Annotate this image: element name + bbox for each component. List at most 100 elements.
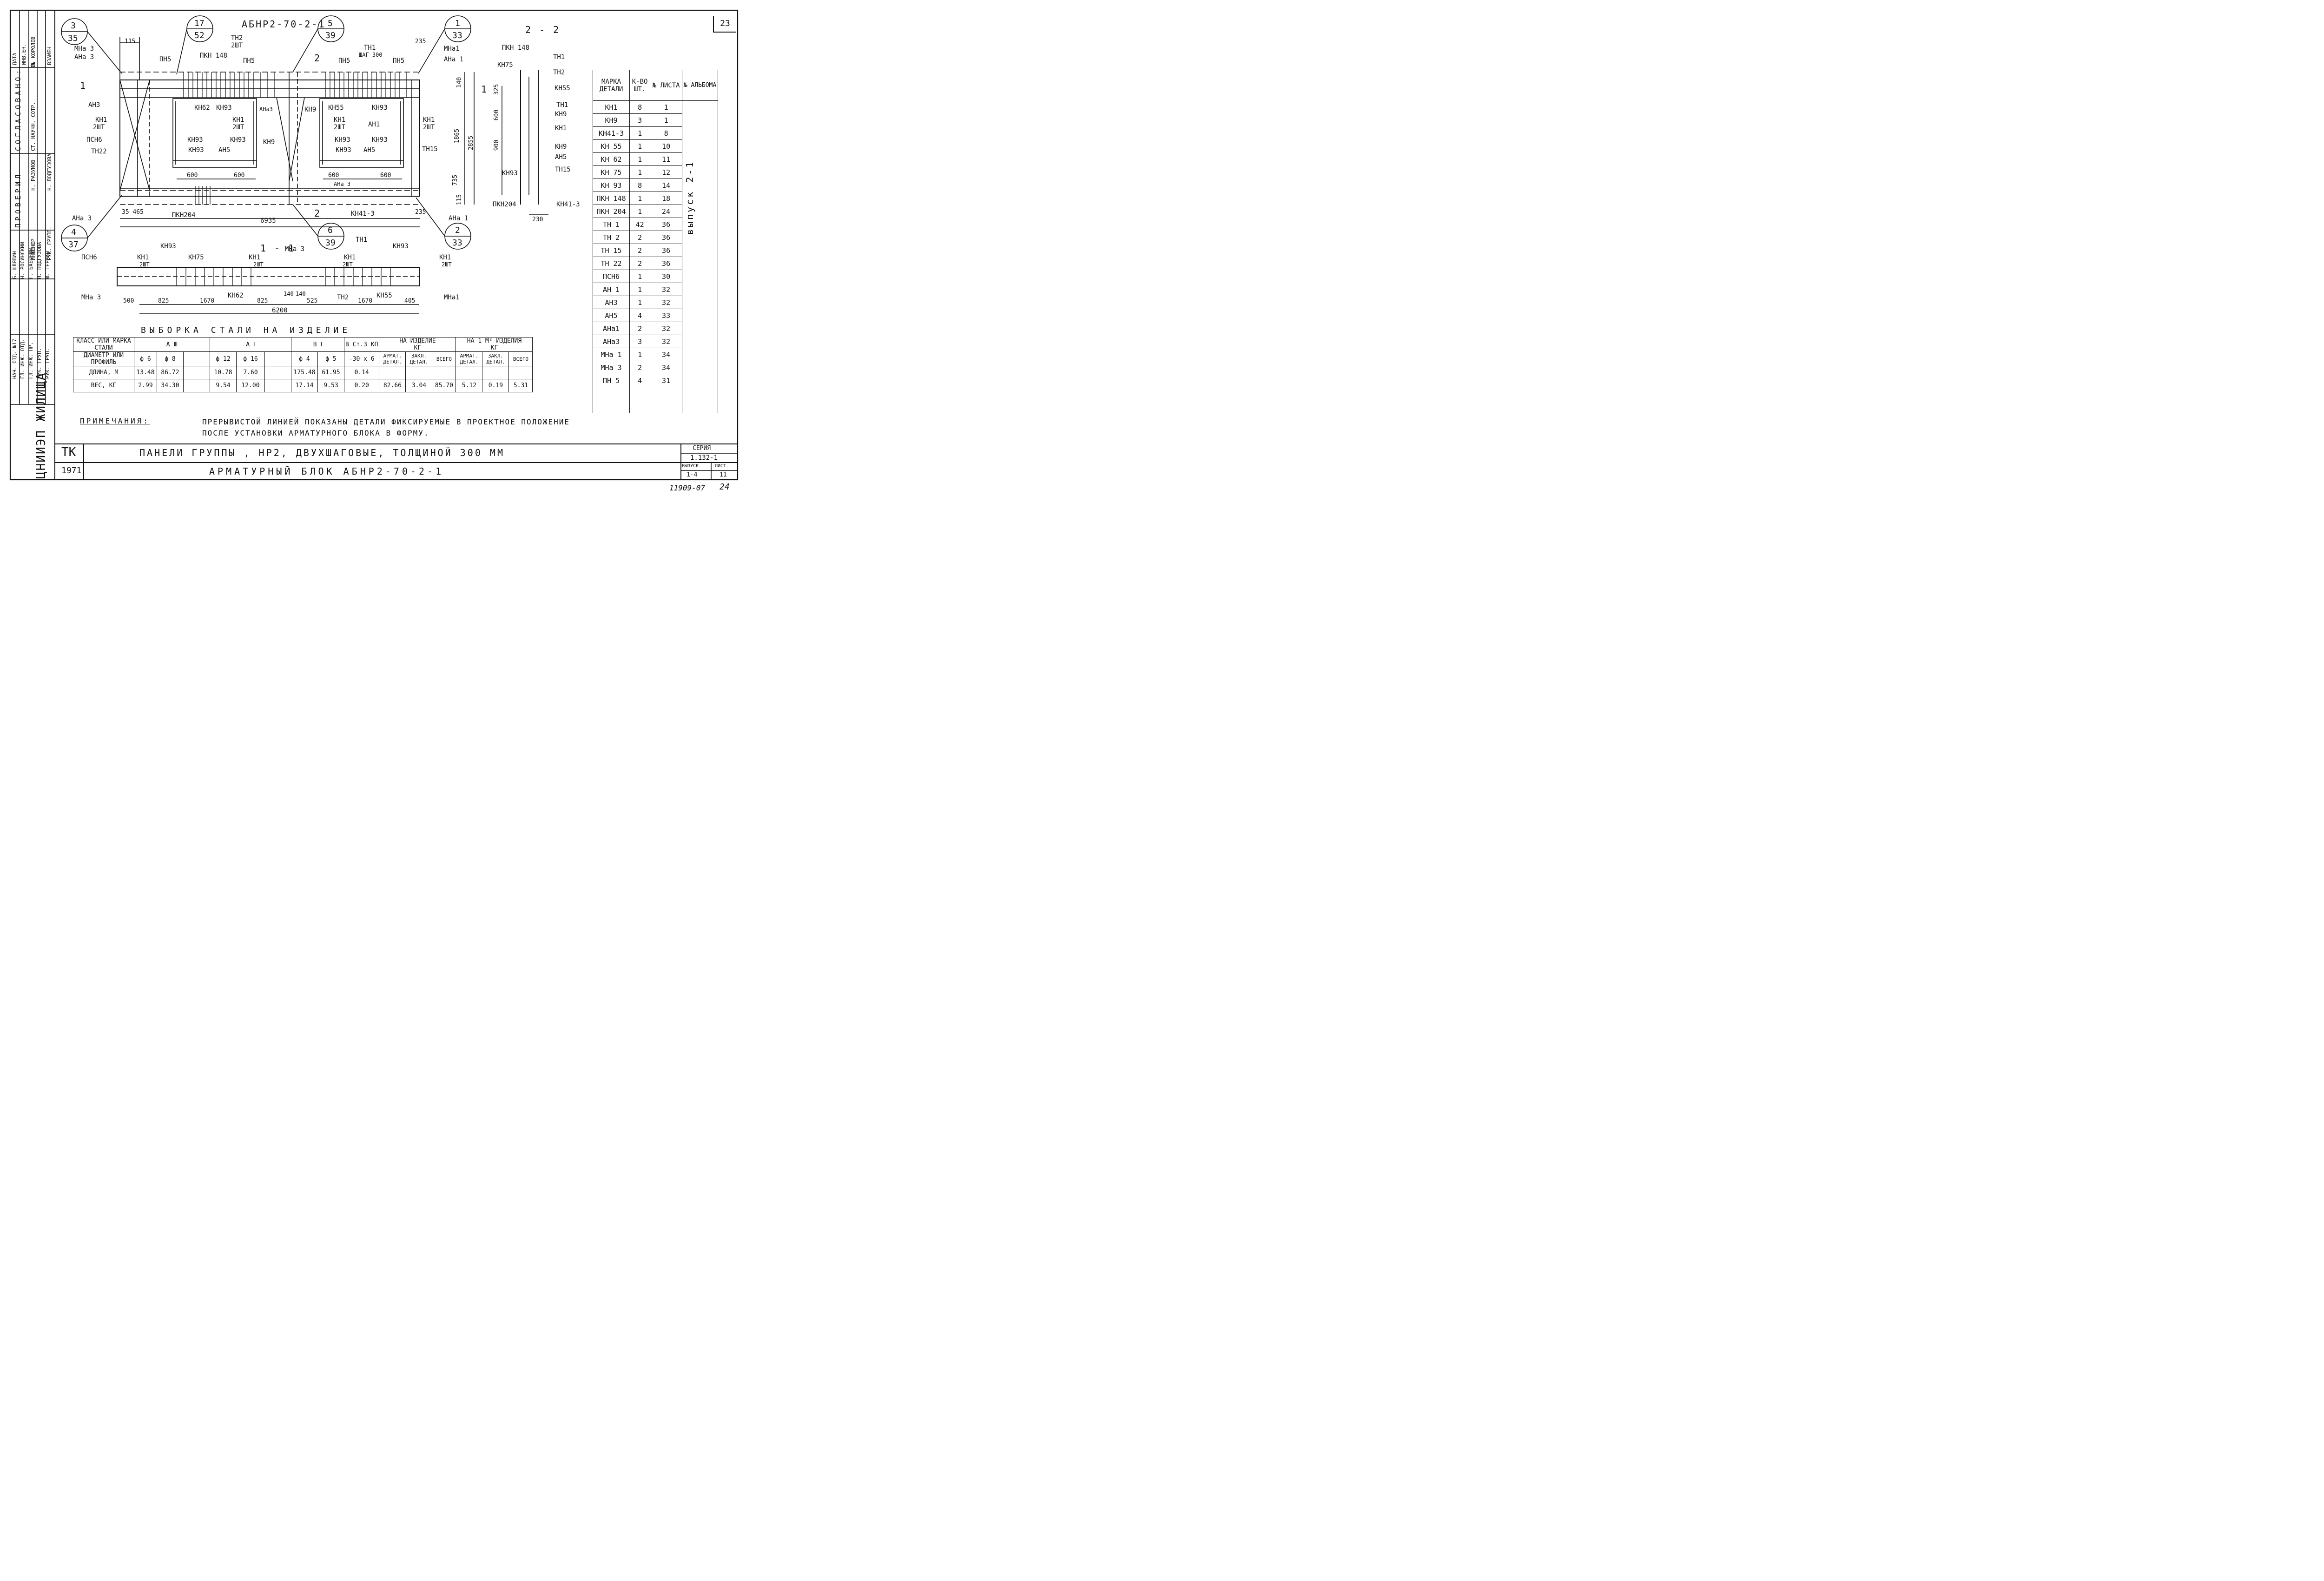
s22-kn93: КН93 (502, 170, 518, 177)
label-mna1-tr: МНа1 (444, 45, 460, 53)
steel-weight-0: 2.99 (134, 379, 157, 392)
s22-kn75: КН75 (497, 61, 513, 69)
label-pn5-b: ПН5 (243, 57, 255, 65)
org-name: ЦНИИЭП ЖИЛИЩА (34, 372, 48, 479)
stamp-name-4: Ю. ГЕРМАН (45, 251, 51, 279)
s22-kn9-b: КН9 (555, 143, 567, 151)
label-ana3-bl: АНа 3 (72, 215, 92, 222)
parts-mark: МНа 1 (592, 348, 630, 361)
callout-6-top: 6 (328, 225, 333, 235)
stamp-podguzova: Н. ПОДГУЗОВА (46, 153, 53, 191)
s11-kn55: КН55 (376, 292, 392, 299)
callout-3-bottom: 39 (325, 31, 336, 40)
parts-mark: ТН 1 (592, 218, 630, 231)
parts-mark: КН9 (592, 113, 630, 127)
parts-mark: ТН 2 (592, 231, 630, 244)
callout-1-bottom: 35 (68, 33, 78, 43)
parts-header-sheet: № ЛИСТА (650, 70, 682, 101)
steel-weight-3: 9.54 (210, 379, 237, 392)
s22-dim-600: 600 (493, 109, 501, 121)
s11-mna3: МНа 3 (285, 245, 305, 253)
notes-label: ПРИМЕЧАНИЯ: (80, 417, 150, 425)
parts-mark (592, 387, 630, 400)
s22-pkn148: ПКН 148 (502, 44, 530, 52)
label-ana3-low: АНа 3 (334, 181, 351, 187)
parts-sheet: 32 (650, 283, 682, 296)
s11-mna3-left: МНа 3 (81, 294, 101, 301)
parts-sheet: 36 (650, 244, 682, 257)
parts-sheet: 24 (650, 205, 682, 218)
callout-2-bottom: 52 (194, 31, 205, 40)
parts-header-album: № АЛЬБОМА (681, 70, 719, 101)
parts-qty: 1 (629, 139, 651, 153)
parts-qty: 1 (629, 270, 651, 283)
stamp-st-nauch: СТ. НАУЧН. СОТР. (30, 102, 36, 151)
section-2-2-title: 2 - 2 (525, 24, 561, 35)
footer-page: 24 (720, 482, 730, 492)
series-value: 1.132-1 (690, 454, 718, 462)
callout-4-bottom: 33 (452, 31, 462, 40)
s11-dim-825-b: 825 (257, 298, 268, 304)
parts-mark: ПН 5 (592, 374, 630, 387)
steel-diam-0: ф 6 (134, 351, 157, 366)
steel-weight-10: 3.04 (405, 379, 433, 392)
steel-length-2 (183, 366, 210, 379)
s11-kn1-d-qty: 2ШТ (442, 261, 452, 268)
s22-kn41: КН41-3 (556, 201, 580, 208)
stamp-date: ДАТА (12, 53, 18, 66)
s22-dim-900: 900 (493, 139, 501, 151)
stamp-nrazumov: Н. РАЗУМОВ (30, 159, 36, 191)
parts-qty: 4 (629, 309, 651, 322)
label-kn1-a-qty: 2ШТ (93, 124, 105, 131)
label-ana3-mid: АНа3 (259, 106, 273, 112)
label-kn93-a: КН93 (216, 104, 232, 112)
label-kn1-c: КН1 (334, 116, 346, 124)
s11-kn75: КН75 (188, 254, 204, 261)
label-tn1-step: ШАГ 300 (359, 52, 383, 58)
dim-600-b: 600 (234, 172, 245, 179)
section-1-1-title: 1 - 1 (260, 243, 296, 254)
parts-sheet (650, 400, 682, 413)
parts-qty: 3 (629, 113, 651, 127)
title-block-year: 1971 (61, 466, 82, 476)
s22-an5: АН5 (555, 153, 567, 161)
s11-dim-405: 405 (404, 298, 416, 304)
title-block-tk: ТК (61, 445, 76, 459)
steel-diam-6: ф 4 (291, 351, 318, 366)
callout-2-top: 17 (194, 19, 205, 28)
parts-mark: КН 55 (592, 139, 630, 153)
steel-diam-4: ф 16 (236, 351, 265, 366)
parts-mark: ПСН6 (592, 270, 630, 283)
parts-qty: 2 (629, 231, 651, 244)
steel-diam-7: ф 5 (317, 351, 344, 366)
s11-dim-500: 500 (123, 298, 134, 304)
stamp-soglasovano: СОГЛАСОВАНО: (14, 67, 22, 151)
parts-qty: 2 (629, 322, 651, 335)
label-psn6: ПСН6 (86, 136, 102, 144)
steel-length-5 (264, 366, 291, 379)
s11-kn1-b: КН1 (249, 254, 261, 261)
steel-length-12 (456, 366, 483, 379)
s11-kn1-c-qty: 2ШТ (343, 261, 353, 268)
issue-label: ВЫПУСК (682, 463, 699, 469)
s11-dim-1670-b: 1670 (358, 298, 373, 304)
parts-mark: АН 1 (592, 283, 630, 296)
steel-length-9 (379, 366, 406, 379)
drawing-lines (9, 9, 739, 481)
label-kn93-e: КН93 (335, 136, 350, 144)
label-an5-a: АН5 (218, 146, 231, 154)
s11-kn1-b-qty: 2ШТ (253, 261, 264, 268)
stamp-name-2: Г. БАБЫНИН (28, 248, 34, 279)
label-tn1: ТН1 (364, 44, 376, 52)
title-block-title-1: ПАНЕЛИ ГРУППЫ , НР2, ДВУХШАГОВЫЕ, ТОЛЩИН… (139, 447, 505, 458)
steel-weight-8: 0.20 (343, 379, 380, 392)
parts-qty: 8 (629, 100, 651, 114)
label-kn1-d: КН1 (423, 116, 435, 124)
stamp-role-0: НАЧ. ОТД. №17 (12, 338, 18, 379)
s11-kn1-d: КН1 (439, 254, 451, 261)
